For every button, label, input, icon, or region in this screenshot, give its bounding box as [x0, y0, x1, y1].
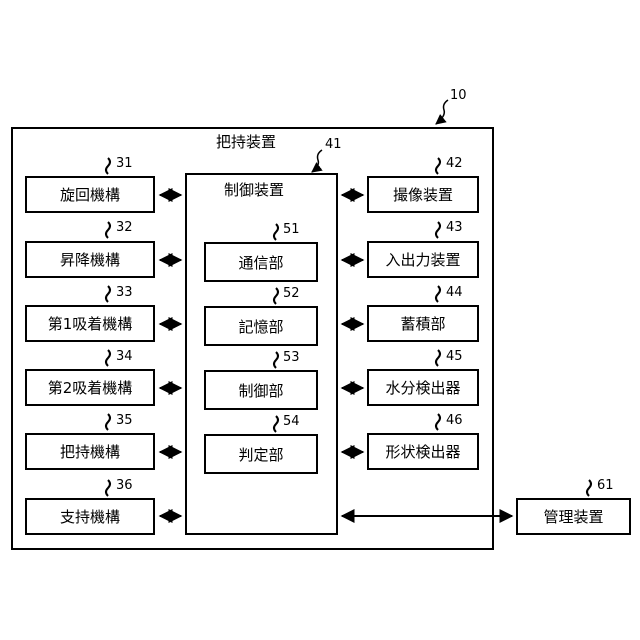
leader-52 [274, 288, 278, 304]
leader-32 [106, 222, 110, 238]
leader-54 [274, 416, 278, 432]
leader-36 [106, 480, 110, 496]
leader-53 [274, 352, 278, 368]
leader-61 [587, 480, 591, 496]
leader-31 [106, 158, 110, 174]
leader-44 [436, 286, 440, 302]
leader-35 [106, 414, 110, 430]
leader-46 [436, 414, 440, 430]
leader-45 [436, 350, 440, 366]
leader-34 [106, 350, 110, 366]
leader-10 [436, 100, 448, 124]
leader-51 [274, 224, 278, 240]
leader-43 [436, 222, 440, 238]
leader-41 [312, 150, 322, 172]
leader-33 [106, 286, 110, 302]
leader-42 [436, 158, 440, 174]
